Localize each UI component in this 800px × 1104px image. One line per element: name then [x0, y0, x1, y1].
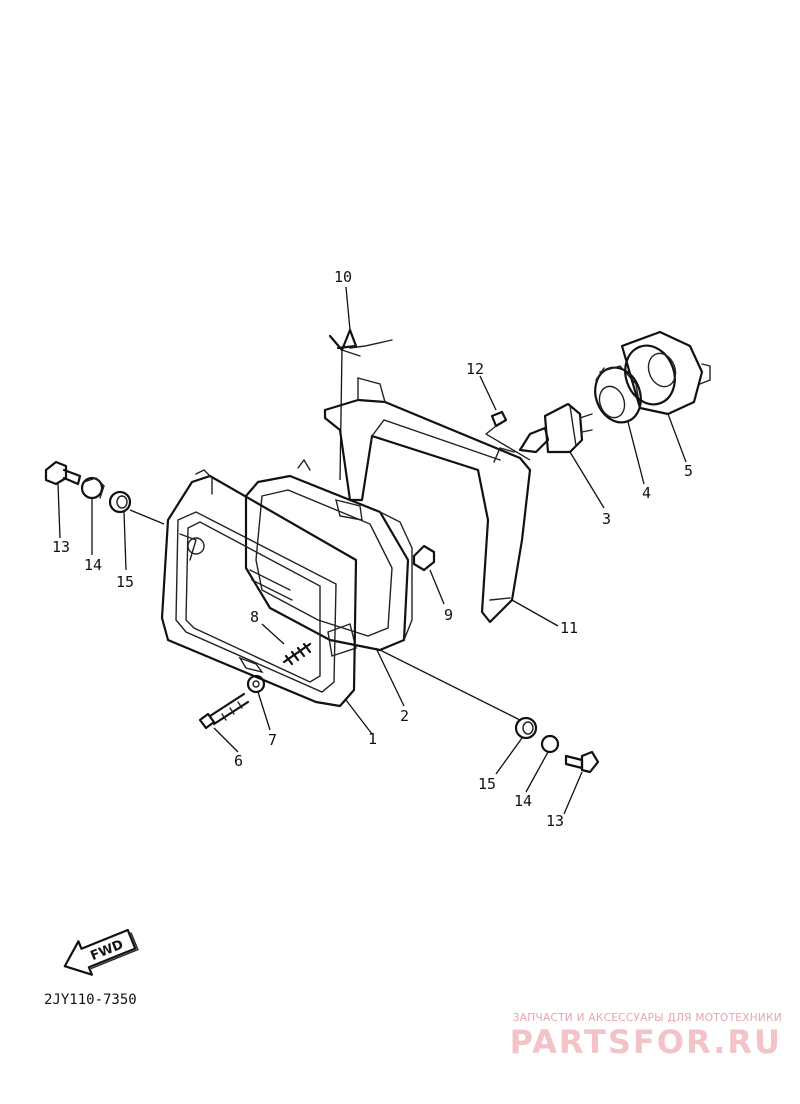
- label-4: 4: [642, 484, 651, 502]
- label-1: 1: [368, 730, 377, 748]
- headlight-rim: [160, 469, 358, 708]
- label-14-right: 14: [514, 792, 532, 810]
- label-12: 12: [466, 360, 484, 378]
- label-13-right: 13: [546, 812, 564, 830]
- label-6: 6: [234, 752, 243, 770]
- leader-lines: [57, 286, 687, 815]
- bulb: [518, 402, 593, 454]
- label-15-left: 15: [116, 573, 134, 591]
- headlight-unit: [244, 458, 413, 657]
- label-3: 3: [602, 510, 611, 528]
- nut-9: [412, 544, 436, 572]
- label-15-right: 15: [478, 775, 496, 793]
- label-7: 7: [268, 731, 277, 749]
- clip-part: [328, 328, 393, 357]
- label-5: 5: [684, 462, 693, 480]
- headlight-bracket: [323, 377, 532, 624]
- label-9: 9: [444, 606, 453, 624]
- diagram-code: 2JY110-7350: [44, 992, 137, 1008]
- watermark-tagline: ЗАПЧАСТИ И АКСЕССУАРЫ ДЛЯ МОТОТЕХНИКИ: [512, 1012, 782, 1024]
- label-10: 10: [334, 268, 352, 286]
- label-13-left: 13: [52, 538, 70, 556]
- label-8: 8: [250, 608, 259, 626]
- label-14-left: 14: [84, 556, 102, 574]
- bolt-13-right: [564, 750, 600, 774]
- bulb-cover: [620, 330, 711, 416]
- label-2: 2: [400, 707, 409, 725]
- collar-14-right: [540, 734, 560, 754]
- watermark-logo: PARTSFOR.RU: [509, 1023, 782, 1061]
- washer-7: [246, 674, 266, 694]
- fwd-arrow-icon: FWD: [63, 928, 139, 976]
- label-11: 11: [560, 619, 578, 637]
- bulb-socket: [594, 365, 642, 424]
- grommet-15-left: [108, 490, 132, 514]
- grommet-15-right: [514, 716, 538, 740]
- callout-labels: 10 12 13 14 15 8 9 3 4 5 11 2 1 7 6 15 1…: [52, 268, 693, 830]
- watermark: ЗАПЧАСТИ И АКСЕССУАРЫ ДЛЯ МОТОТЕХНИКИ PA…: [462, 1012, 782, 1060]
- bolt-13-left: [44, 460, 82, 486]
- collar-14-left: [80, 476, 105, 500]
- screw-12: [485, 410, 508, 435]
- spring-8: [282, 642, 312, 666]
- screw-6: [198, 692, 250, 730]
